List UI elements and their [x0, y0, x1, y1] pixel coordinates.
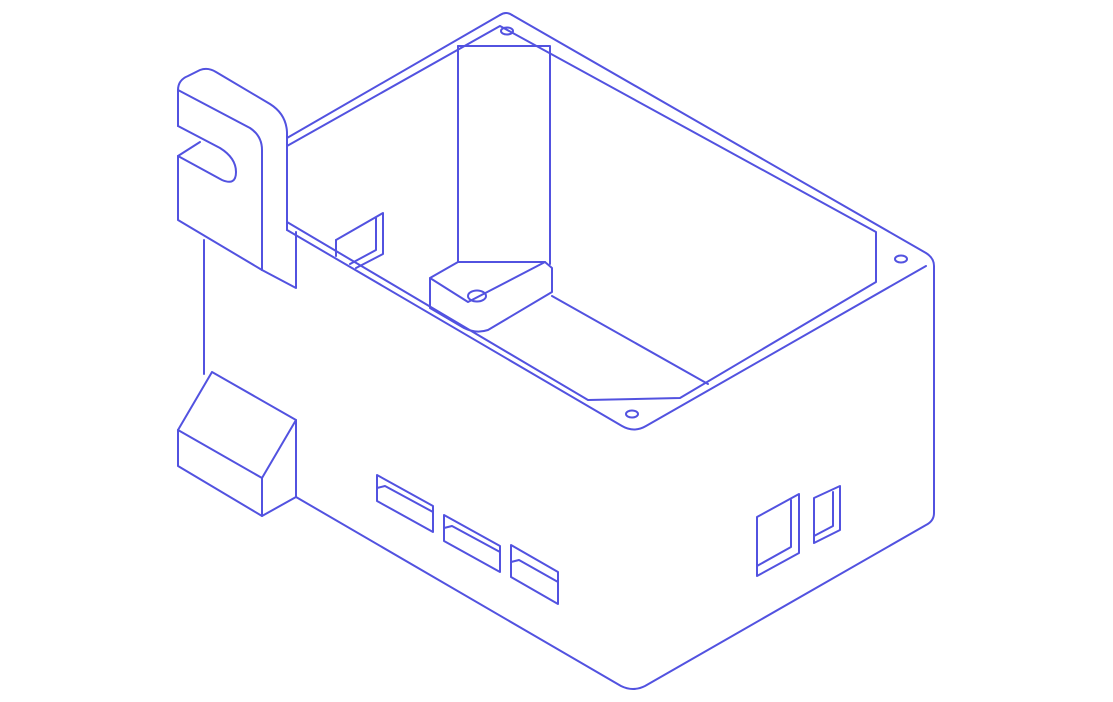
side-block: [177, 371, 297, 517]
box-outline: [203, 12, 935, 690]
side-port-cutouts: [756, 485, 841, 577]
corner-post: [429, 45, 553, 333]
inner-cavity: [286, 25, 877, 401]
screw-holes: [467, 26, 908, 419]
front-port-cutouts: [376, 474, 559, 605]
inner-wall-cutout: [335, 212, 384, 269]
mounting-bracket: [177, 67, 297, 289]
